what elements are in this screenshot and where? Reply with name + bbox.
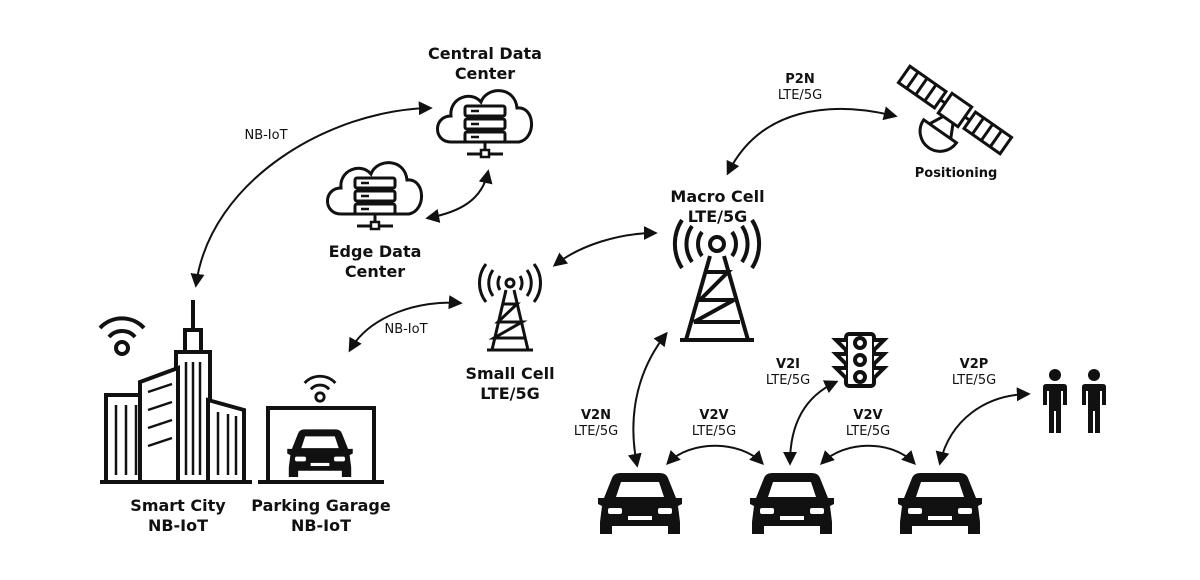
v2p-name: V2P [959,357,989,372]
v2v-left-label: V2V LTE/5G [674,408,754,440]
parking-line2: NB-IoT [290,516,352,535]
v2i-tech: LTE/5G [765,373,811,388]
parking-wifi-icon [303,374,337,403]
macro-cell-line2: LTE/5G [687,207,748,226]
v2p-tech: LTE/5G [951,373,997,388]
v2i-label: V2I LTE/5G [748,357,828,389]
p2n-label: P2N LTE/5G [760,72,840,104]
arrow-light-car2 [783,380,839,466]
arrow-car2-car3 [820,444,916,466]
nbiot-small-text: NB-IoT [384,322,428,337]
positioning-text: Positioning [914,166,998,181]
edge-dc-line2: Center [344,262,406,281]
central-data-center-icon [436,89,534,159]
parking-line1: Parking Garage [251,496,391,515]
connection-arrows [190,101,1031,468]
pedestrians-icon [1043,369,1106,433]
central-data-center-label: Central Data Center [418,44,552,84]
arrow-parking-small [348,295,463,353]
edge-data-center-label: Edge Data Center [315,242,435,282]
small-cell-tower-icon [478,263,542,352]
arrow-smartcity-central [190,101,433,288]
smart-city-line2: NB-IoT [147,516,209,535]
arrow-macro-satellite [726,106,898,176]
v2i-name: V2I [776,357,800,372]
smart-city-icon [100,300,252,484]
nbiot-top-label: NB-IoT [226,128,306,144]
p2n-tech: LTE/5G [777,88,823,103]
nbiot-top-text: NB-IoT [244,128,288,143]
v2v-left-name: V2V [699,408,729,423]
v2v-right-name: V2V [853,408,883,423]
small-cell-line2: LTE/5G [480,384,540,403]
parking-garage-icon [258,406,384,484]
v2v-right-tech: LTE/5G [845,424,891,439]
macro-cell-tower-icon [672,218,762,342]
arrow-car1-car2 [666,444,764,466]
smart-city-wifi-icon [98,316,146,356]
edge-data-center-icon [326,161,424,231]
v2n-label: V2N LTE/5G [556,408,636,440]
vehicle-3-icon [898,473,982,534]
p2n-name: P2N [785,72,815,87]
parking-garage-label: Parking Garage NB-IoT [240,496,402,536]
arrow-car3-people [935,387,1031,466]
arrow-small-macro [552,226,658,267]
macro-cell-label: Macro Cell LTE/5G [660,187,775,227]
small-cell-line1: Small Cell [465,364,555,383]
arrow-macro-car1 [627,331,668,468]
macro-cell-line1: Macro Cell [670,187,765,206]
nbiot-small-label: NB-IoT [366,322,446,338]
vehicle-2-icon [750,473,834,534]
v2p-label: V2P LTE/5G [934,357,1014,389]
arrow-edge-central [425,169,493,223]
traffic-light-icon [831,332,889,388]
v2n-name: V2N [581,408,611,423]
satellite-icon [896,64,1014,156]
small-cell-label: Small Cell LTE/5G [454,364,566,404]
v2v-right-label: V2V LTE/5G [828,408,908,440]
parking-car-icon [287,429,353,477]
vehicle-1-icon [598,473,682,534]
smart-city-label: Smart City NB-IoT [118,496,238,536]
v2v-left-tech: LTE/5G [691,424,737,439]
positioning-label: Positioning [906,166,1006,182]
edge-dc-line1: Edge Data [328,242,422,261]
v2n-tech: LTE/5G [573,424,619,439]
central-dc-line2: Center [454,64,516,83]
smart-city-line1: Smart City [130,496,226,515]
central-dc-line1: Central Data [428,44,542,63]
